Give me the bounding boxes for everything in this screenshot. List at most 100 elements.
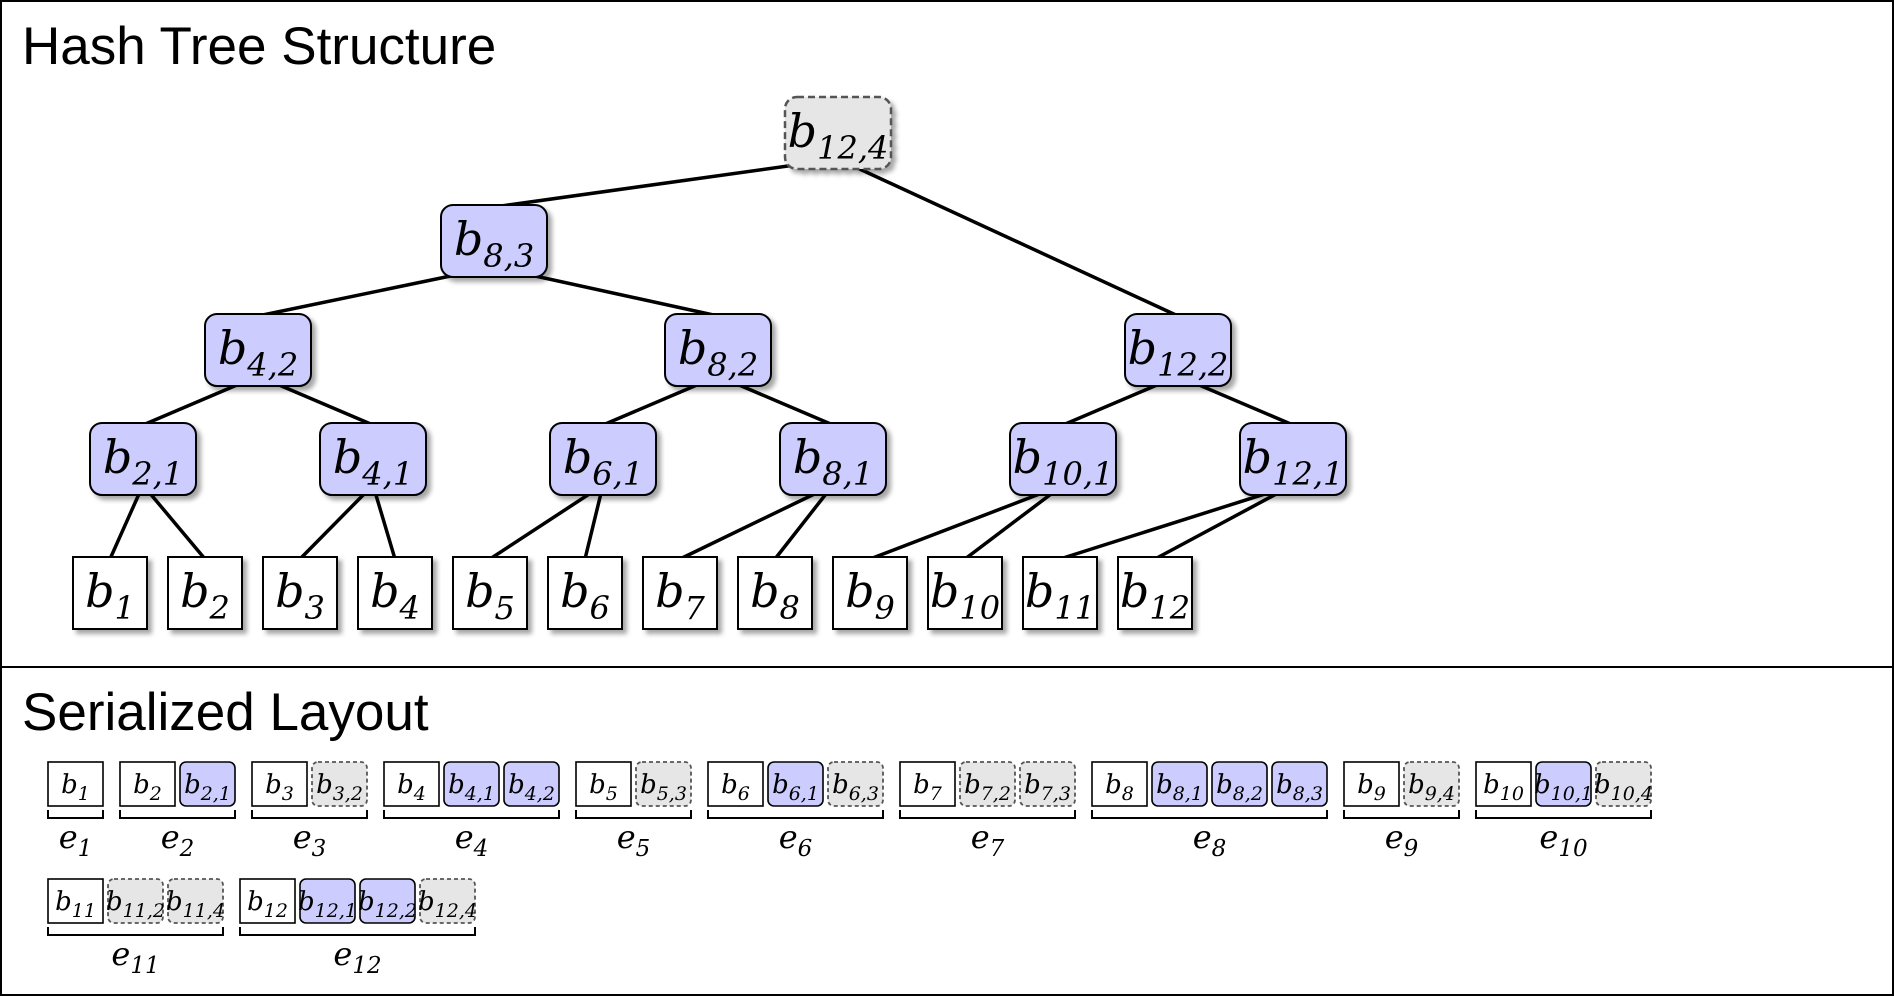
entry-label: e2 bbox=[161, 818, 195, 862]
node-box bbox=[1022, 556, 1098, 630]
node-box bbox=[642, 556, 718, 630]
layout-block-b5-3 bbox=[635, 761, 692, 807]
block-label: b10,4 bbox=[1594, 770, 1653, 805]
block-label: b2 bbox=[133, 770, 162, 805]
node-label: b10,1 bbox=[1013, 430, 1114, 493]
entry-bracket bbox=[239, 927, 476, 936]
layout-block-b4-2 bbox=[503, 761, 560, 807]
layout-block-b6-3 bbox=[827, 761, 884, 807]
block-label: b8,1 bbox=[1156, 770, 1203, 805]
layout-block-b7-3 bbox=[1019, 761, 1076, 807]
block-label: b8,2 bbox=[1216, 770, 1263, 805]
block-label: b7,2 bbox=[964, 770, 1011, 805]
entry-bracket bbox=[47, 810, 104, 819]
block-label: b1 bbox=[61, 770, 90, 805]
block-label: b4,2 bbox=[508, 770, 555, 805]
node-box bbox=[89, 422, 197, 496]
node-label: b6 bbox=[560, 564, 610, 627]
block-label: b4 bbox=[397, 770, 426, 805]
block-label: b8,3 bbox=[1276, 770, 1323, 805]
layout-block-b12-2 bbox=[359, 878, 416, 924]
node-box bbox=[549, 422, 657, 496]
layout-block-b6 bbox=[707, 761, 764, 807]
entry-label: e1 bbox=[59, 818, 93, 862]
node-label: b12,4 bbox=[788, 104, 889, 167]
node-box bbox=[737, 556, 813, 630]
node-label: b2 bbox=[180, 564, 230, 627]
block-label: b10 bbox=[1483, 770, 1524, 805]
entry-e2: b2 b2,1 e2 bbox=[119, 761, 236, 862]
node-label: b11 bbox=[1025, 564, 1095, 627]
node-box bbox=[832, 556, 908, 630]
node-label: b4,2 bbox=[218, 321, 298, 384]
entry-bracket bbox=[707, 810, 884, 819]
node-box bbox=[319, 422, 427, 496]
node-label: b12,1 bbox=[1243, 430, 1344, 493]
node-box bbox=[440, 204, 548, 278]
layout-block-b10-4 bbox=[1595, 761, 1652, 807]
block-label: b12 bbox=[247, 887, 288, 922]
node-box bbox=[204, 313, 312, 387]
node-box bbox=[452, 556, 528, 630]
node-box bbox=[1124, 313, 1232, 387]
layout-block-b10-1 bbox=[1535, 761, 1592, 807]
tree-edge bbox=[836, 157, 1180, 318]
block-label: b6,1 bbox=[772, 770, 819, 805]
tree-node-b3: b3 bbox=[262, 556, 338, 630]
node-box bbox=[1117, 556, 1193, 630]
node-box bbox=[1009, 422, 1117, 496]
layout-block-b7 bbox=[899, 761, 956, 807]
block-label: b6,3 bbox=[832, 770, 879, 805]
entry-label: e3 bbox=[293, 818, 327, 862]
tree-node-b6-1: b6,1 bbox=[549, 422, 657, 496]
layout-block-b3 bbox=[251, 761, 308, 807]
block-label: b3 bbox=[265, 770, 294, 805]
tree-node-b8-2: b8,2 bbox=[664, 313, 772, 387]
block-label: b9 bbox=[1357, 770, 1386, 805]
layout-block-b12-4 bbox=[419, 878, 476, 924]
node-label: b4 bbox=[370, 564, 420, 627]
node-box bbox=[167, 556, 243, 630]
tree-node-b8-3: b8,3 bbox=[440, 204, 548, 278]
tree-node-b10: b10 bbox=[927, 556, 1003, 630]
layout-block-b2-1 bbox=[179, 761, 236, 807]
entry-label: e7 bbox=[971, 818, 1005, 862]
tree-node-b7: b7 bbox=[642, 556, 718, 630]
node-box bbox=[779, 422, 887, 496]
entry-bracket bbox=[1475, 810, 1652, 819]
layout-block-b11-2 bbox=[107, 878, 164, 924]
tree-node-b12: b12 bbox=[1117, 556, 1193, 630]
tree-edge bbox=[371, 483, 397, 561]
tree-node-b12-2: b12,2 bbox=[1124, 313, 1232, 387]
node-box bbox=[547, 556, 623, 630]
entry-bracket bbox=[899, 810, 1076, 819]
node-box bbox=[72, 556, 148, 630]
node-label: b7 bbox=[655, 564, 705, 627]
layout-block-b4-1 bbox=[443, 761, 500, 807]
node-box bbox=[1239, 422, 1347, 496]
tree-edge bbox=[488, 483, 605, 561]
layout-block-b3-2 bbox=[311, 761, 368, 807]
block-label: b8 bbox=[1105, 770, 1134, 805]
node-box bbox=[783, 95, 893, 171]
block-label: b11 bbox=[55, 887, 96, 922]
block-label: b2,1 bbox=[184, 770, 231, 805]
node-label: b5 bbox=[465, 564, 515, 627]
tree-node-b12-4: b12,4 bbox=[783, 95, 893, 171]
node-label: b2,1 bbox=[103, 430, 183, 493]
tree-edge bbox=[108, 483, 145, 561]
tree-node-b4: b4 bbox=[357, 556, 433, 630]
block-label: b12,2 bbox=[358, 887, 417, 922]
tree-node-b8: b8 bbox=[737, 556, 813, 630]
block-label: b12,4 bbox=[418, 887, 477, 922]
tree-node-b2-1: b2,1 bbox=[89, 422, 197, 496]
layout-block-b8-3 bbox=[1271, 761, 1328, 807]
layout-block-b5 bbox=[575, 761, 632, 807]
